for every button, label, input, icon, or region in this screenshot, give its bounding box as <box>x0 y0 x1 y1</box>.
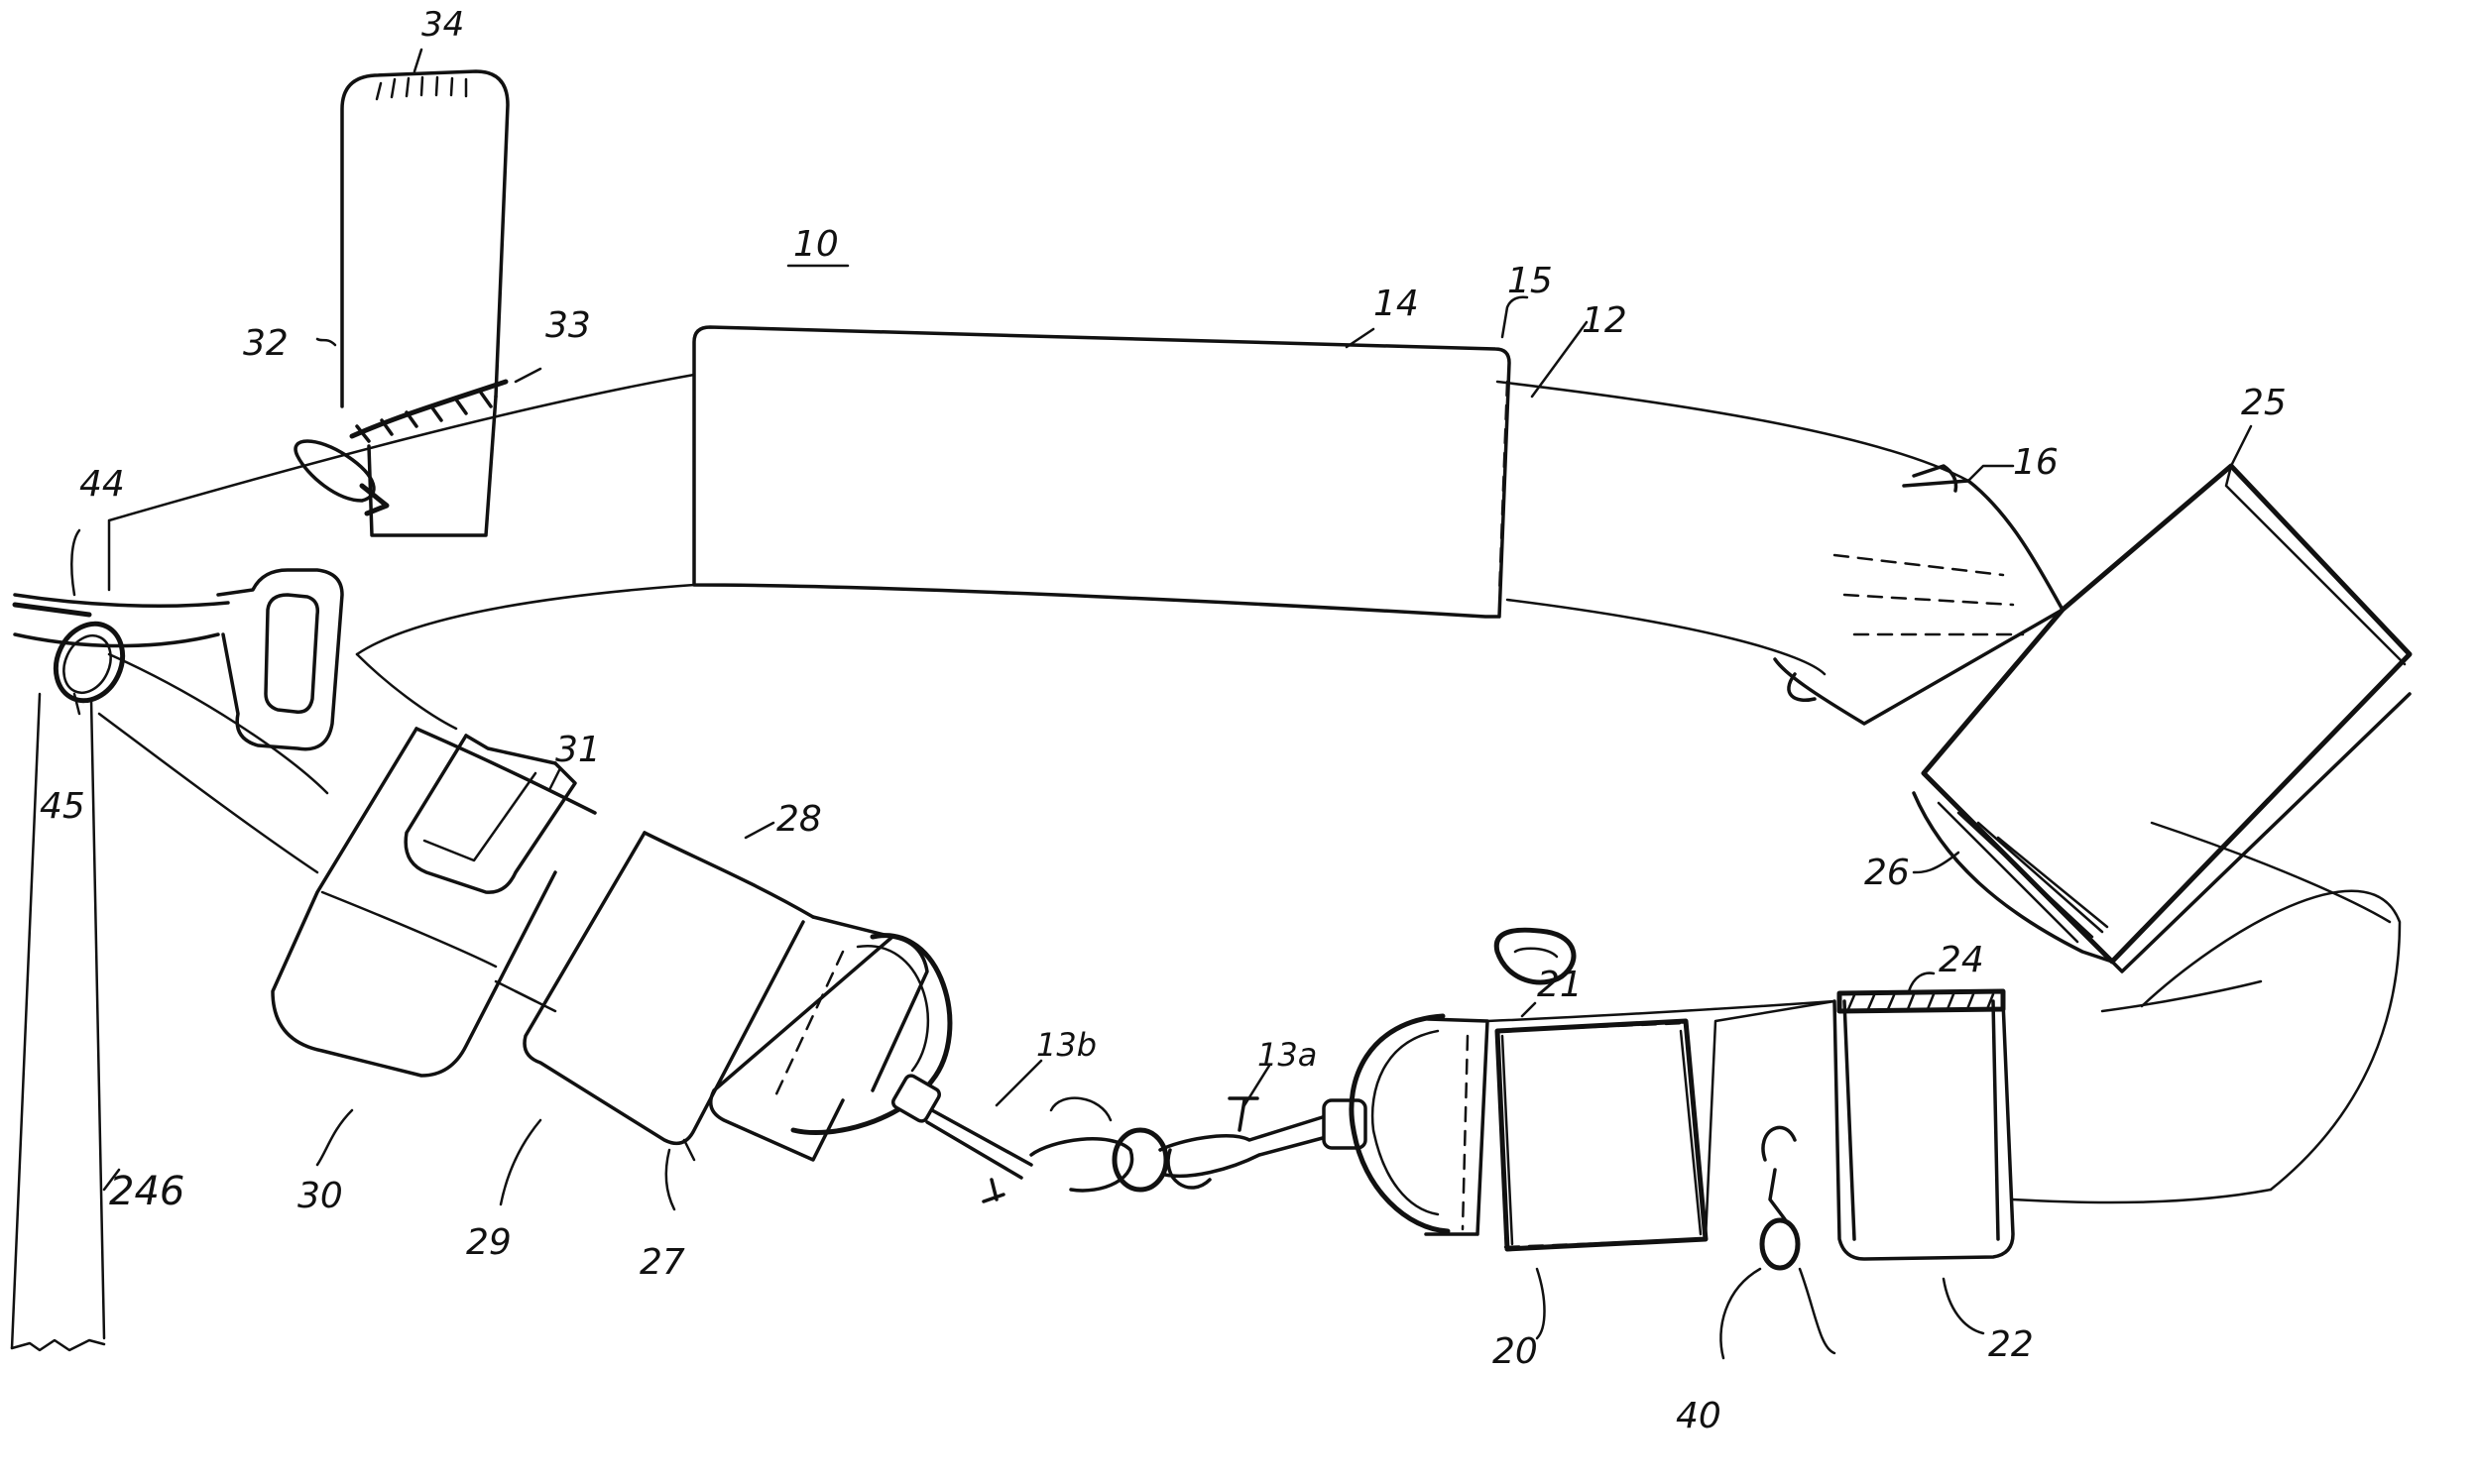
pouch-29 <box>494 831 815 1162</box>
pouch-26 <box>1912 771 2114 964</box>
label-34: 34 <box>421 5 464 45</box>
label-31: 31 <box>555 730 601 770</box>
label-26: 26 <box>1864 853 1910 893</box>
holster-32 <box>294 69 510 537</box>
label-20: 20 <box>1492 1331 1538 1372</box>
label-44: 44 <box>79 464 125 505</box>
pouch-30 <box>271 727 597 1078</box>
label-25: 25 <box>2241 383 2287 423</box>
label-13b: 13b <box>1036 1026 1097 1064</box>
label-24: 24 <box>1939 940 1984 980</box>
clip-13a <box>1158 1096 1367 1190</box>
lead-44 <box>12 568 344 795</box>
center-ring <box>1112 1127 1169 1193</box>
label-40: 40 <box>1676 1396 1721 1436</box>
label-28: 28 <box>776 799 822 840</box>
label-29: 29 <box>466 1222 512 1263</box>
label-30: 30 <box>297 1176 343 1216</box>
label-14: 14 <box>1373 284 1419 324</box>
label-21: 21 <box>1537 965 1583 1005</box>
label-10: 10 <box>793 224 839 265</box>
label-15: 15 <box>1507 261 1553 301</box>
label-16: 16 <box>2013 442 2059 483</box>
d-ring-right <box>1349 1013 1451 1234</box>
label-12: 12 <box>1582 300 1627 341</box>
pouch-22 <box>1832 999 2015 1261</box>
label-45: 45 <box>40 786 85 827</box>
clip-13b <box>890 1074 1134 1203</box>
strip-24 <box>1836 988 2006 1014</box>
pouch-25 <box>1921 463 2413 973</box>
label-27: 27 <box>640 1242 685 1283</box>
reference-labels: 10 12 13a 13b 14 15 16 20 21 22 24 25 26… <box>40 5 2287 1436</box>
belt-strap <box>97 373 2402 1204</box>
holder-16 <box>1773 464 2065 726</box>
sleeve-base <box>1424 1017 1489 1236</box>
label-246: 246 <box>109 1169 184 1214</box>
label-13a: 13a <box>1257 1036 1317 1074</box>
tag-21 <box>1493 927 1577 985</box>
ring-45 <box>53 621 126 704</box>
label-22: 22 <box>1988 1324 2034 1365</box>
strap-246 <box>10 692 106 1352</box>
label-32: 32 <box>243 323 289 364</box>
label-33: 33 <box>545 305 591 346</box>
d-ring-left <box>790 933 953 1136</box>
pocket-31 <box>404 734 577 894</box>
sleeve-20 <box>1494 999 1836 1252</box>
clip-40 <box>1759 1125 1801 1271</box>
leader-lines <box>70 48 2253 1360</box>
pad-14 <box>692 325 1511 619</box>
